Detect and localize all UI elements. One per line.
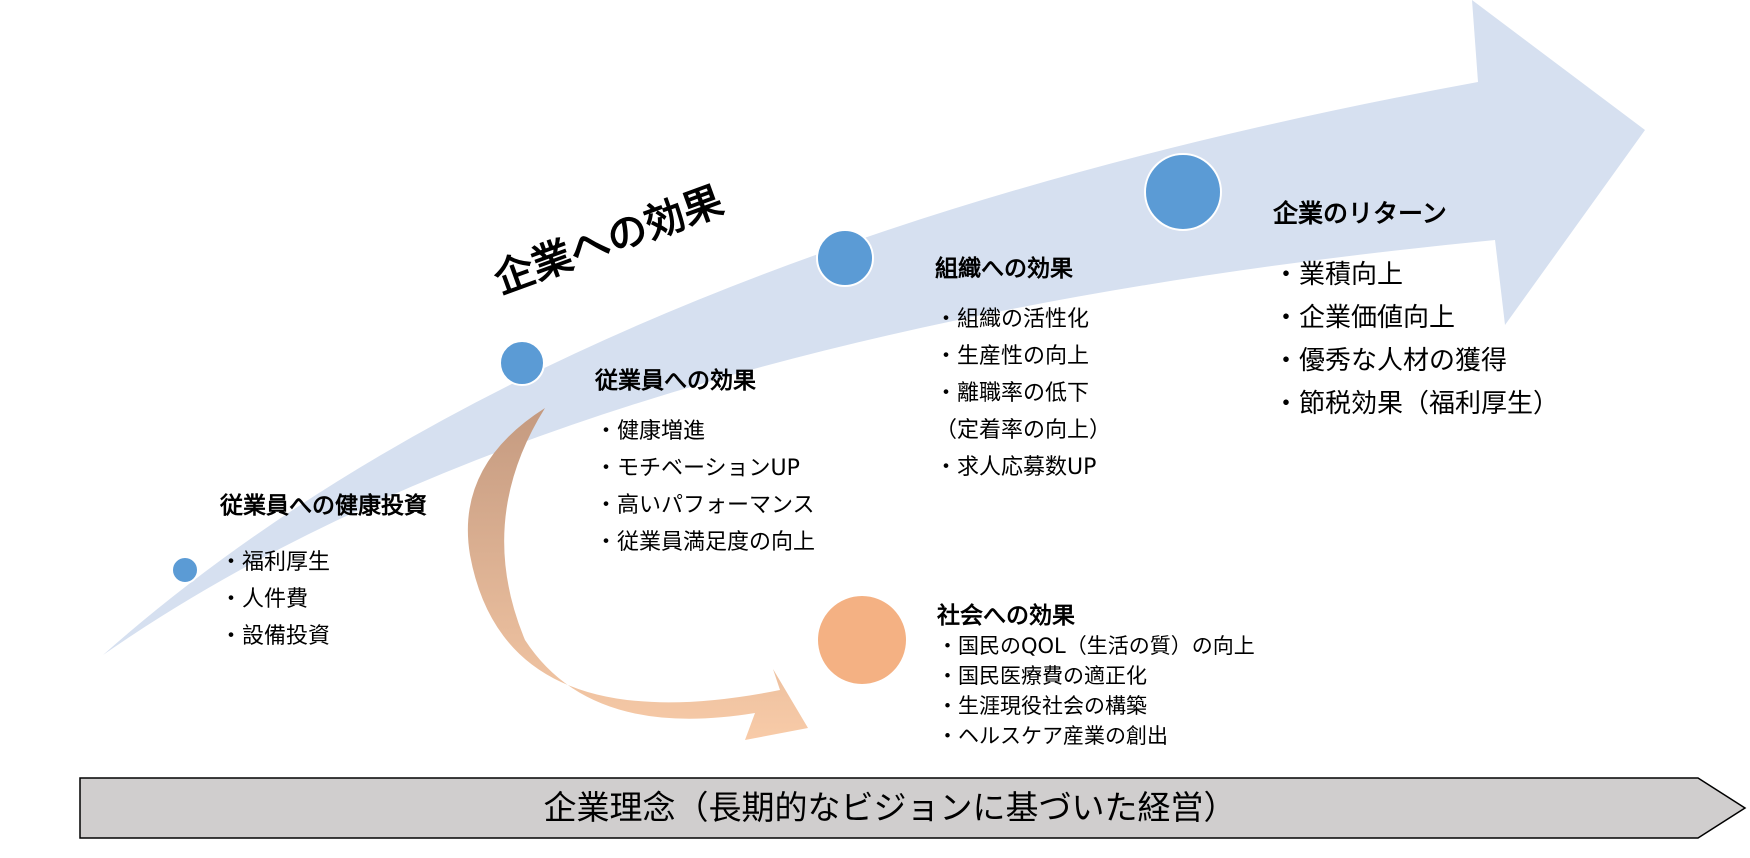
investment-node [171,556,199,584]
organization-heading: 組織への効果 [935,256,1073,282]
return-heading: 企業のリターン [1273,199,1447,228]
list-item: ・優秀な人材の獲得 [1273,346,1508,376]
list-item: ・企業価値向上 [1273,303,1456,333]
list-item: ・離職率の低下 [935,381,1090,406]
list-item: ・健康増進 [595,419,706,444]
society-curve-arrow [467,408,808,740]
return-list: ・業積向上 ・企業価値向上 ・優秀な人材の獲得 ・節税効果（福利厚生） [1273,254,1559,426]
list-item: ・従業員満足度の向上 [595,530,816,555]
list-item: （定着率の向上） [935,418,1112,443]
list-item: ・組織の活性化 [935,307,1090,332]
employee-list: ・健康増進 ・モチベーションUP ・高いパフォーマンス ・従業員満足度の向上 [595,413,815,561]
list-item: ・業積向上 [1273,260,1404,290]
list-item: ・生涯現役社会の構築 [937,694,1147,718]
society-node [816,594,908,686]
return-node [1144,153,1222,231]
investment-heading: 従業員への健康投資 [220,493,427,519]
list-item: ・節税効果（福利厚生） [1273,389,1560,419]
list-item: ・モチベーションUP [595,456,800,481]
employee-node [499,340,545,386]
list-item: ・設備投資 [220,624,331,649]
society-heading: 社会への効果 [937,603,1075,629]
investment-list: ・福利厚生 ・人件費 ・設備投資 [220,544,330,655]
organization-list: ・組織の活性化 ・生産性の向上 ・離職率の低下 （定着率の向上） ・求人応募数U… [935,301,1111,486]
list-item: ・求人応募数UP [935,455,1097,480]
employee-heading: 従業員への効果 [595,368,756,394]
main-growth-arrow [103,0,1645,655]
corporate-philosophy-bar [79,777,1747,839]
list-item: ・人件費 [220,587,309,612]
list-item: ・国民医療費の適正化 [937,664,1147,688]
list-item: ・生産性の向上 [935,344,1090,369]
society-list: ・国民のQOL（生活の質）の向上 ・国民医療費の適正化 ・生涯現役社会の構築 ・… [937,631,1255,751]
list-item: ・国民のQOL（生活の質）の向上 [937,634,1255,658]
list-item: ・ヘルスケア産業の創出 [937,724,1168,748]
bottom-bar-label: 企業理念（長期的なビジョンに基づいた経営） [543,788,1237,827]
list-item: ・高いパフォーマンス [595,493,815,518]
organization-node [816,229,874,287]
list-item: ・福利厚生 [220,550,331,575]
